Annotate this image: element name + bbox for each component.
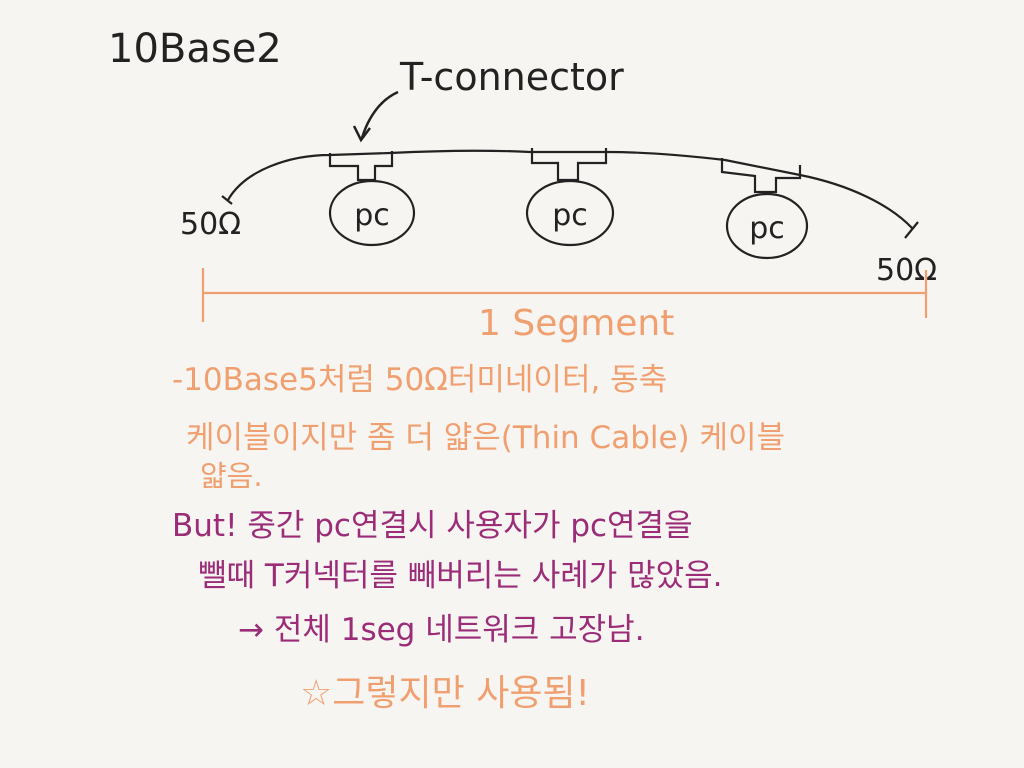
but-line-1: But! 중간 pc연결시 사용자가 pc연결을 (172, 508, 693, 544)
pc-label: pc (354, 198, 390, 233)
t-connector-3 (720, 158, 802, 194)
pc-node-1: pc (328, 179, 416, 247)
star-note: ☆그렇지만 사용됨! (300, 673, 590, 714)
pc-label: pc (552, 198, 588, 233)
t-connector-arrow-line (360, 90, 399, 139)
right-terminator-label: 50Ω (876, 253, 937, 288)
pc-label: pc (749, 211, 785, 246)
but-line-2: 뺄때 T커넥터를 빼버리는 사례가 많았음. (198, 558, 723, 594)
left-terminator-tick (221, 195, 233, 205)
note-line-2: 케이블이지만 좀 더 얇은(Thin Cable) 케이블 (186, 420, 785, 456)
right-terminator-tick (904, 221, 919, 239)
but-line-3: → 전체 1seg 네트워크 고장남. (238, 612, 645, 648)
pc-node-2: pc (525, 179, 615, 247)
t-connector-1 (328, 151, 394, 182)
left-terminator-label: 50Ω (180, 207, 241, 242)
segment-span (201, 268, 928, 322)
coax-bus-cable (227, 149, 913, 229)
note-line-3: 얇음. (200, 459, 263, 493)
t-connector-label: T-connector (399, 55, 624, 99)
diagram-title: 10Base2 (108, 26, 282, 72)
note-line-1: -10Base5처럼 50Ω터미네이터, 동축 (172, 362, 667, 398)
t-connector-arrow-head (352, 125, 371, 143)
pc-node-3: pc (725, 192, 809, 260)
segment-label: 1 Segment (478, 303, 674, 344)
